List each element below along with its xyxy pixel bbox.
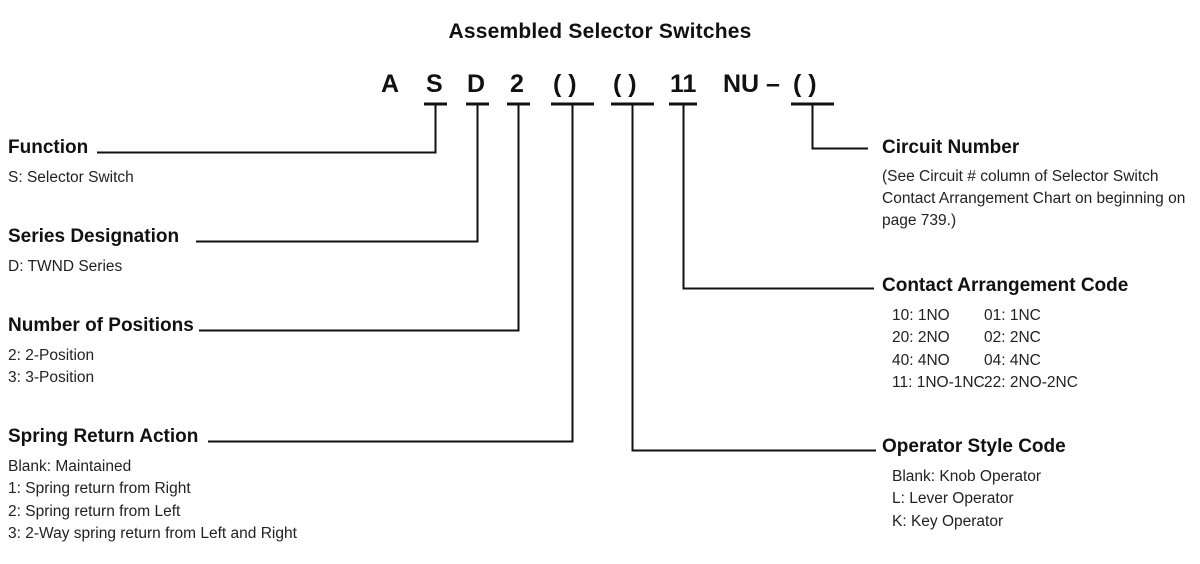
code-cell: 20: 2NO — [892, 329, 950, 347]
option-item: 3: 2-Way spring return from Left and Rig… — [8, 525, 297, 543]
pn-segment-dash: – — [766, 70, 780, 98]
section-positions-heading: Number of Positions — [8, 315, 194, 336]
section-operator-options: Blank: Knob Operator L: Lever Operator K… — [882, 466, 1066, 533]
section-positions-options: 2: 2-Position 3: 3-Position — [8, 345, 194, 390]
option-item: S: Selector Switch — [8, 168, 134, 186]
section-series-heading: Series Designation — [8, 226, 180, 247]
pn-segment-positions: 2 — [510, 70, 524, 98]
code-cell: 10: 1NO — [892, 306, 950, 324]
option-item: 1: Spring return from Right — [8, 480, 191, 498]
section-contact-codes: 10: 1NO 01: 1NC 20: 2NO 02: 2NC 40: 4NO … — [882, 305, 1128, 395]
pn-segment-nu: NU — [723, 70, 760, 98]
pn-segment-contact: 11 — [670, 70, 697, 98]
option-item: 2: 2-Position — [8, 346, 95, 364]
section-spring: Spring Return Action Blank: Maintained 1… — [8, 427, 297, 546]
section-circuit: Circuit Number (See Circuit # column of … — [882, 138, 1187, 232]
code-cell: 04: 4NC — [984, 351, 1041, 369]
section-function-heading: Function — [8, 137, 89, 158]
code-cell: 02: 2NC — [984, 329, 1041, 347]
pn-segment-operator: ( ) — [613, 70, 637, 98]
option-item: D: TWND Series — [8, 257, 123, 275]
section-circuit-heading: Circuit Number — [882, 137, 1020, 158]
leader-spring — [208, 104, 574, 443]
code-cell: 22: 2NO-2NC — [984, 374, 1078, 392]
section-circuit-note: (See Circuit # column of Selector Switch… — [882, 167, 1186, 229]
option-item: 3: 3-Position — [8, 369, 95, 387]
leader-positions — [199, 104, 520, 332]
section-series: Series Designation D: TWND Series — [8, 227, 179, 278]
leader-circuit — [811, 104, 868, 150]
section-contact: Contact Arrangement Code 10: 1NO 01: 1NC… — [882, 276, 1128, 395]
section-function: Function S: Selector Switch — [8, 138, 134, 189]
code-cell: 11: 1NO-1NC — [892, 374, 985, 392]
section-spring-options: Blank: Maintained 1: Spring return from … — [8, 456, 297, 546]
pn-segment-circuit: ( ) — [793, 70, 817, 98]
section-series-options: D: TWND Series — [8, 256, 179, 278]
code-cell: 40: 4NO — [892, 351, 950, 369]
option-item: 2: Spring return from Left — [8, 502, 181, 520]
option-item: Blank: Knob Operator — [892, 467, 1042, 485]
section-operator-heading: Operator Style Code — [882, 436, 1066, 457]
leader-series — [196, 104, 479, 243]
option-item: K: Key Operator — [892, 512, 1004, 530]
section-function-options: S: Selector Switch — [8, 167, 134, 189]
section-operator: Operator Style Code Blank: Knob Operator… — [882, 437, 1066, 533]
pn-segment-function: S — [426, 70, 443, 98]
section-positions: Number of Positions 2: 2-Position 3: 3-P… — [8, 316, 194, 390]
leader-function — [97, 104, 437, 154]
pn-segment-prefix: A — [381, 70, 400, 98]
section-spring-heading: Spring Return Action — [8, 426, 199, 447]
leader-contact — [682, 104, 874, 290]
option-item: L: Lever Operator — [892, 490, 1014, 508]
page-title: Assembled Selector Switches — [448, 20, 752, 43]
leader-operator — [631, 104, 876, 452]
pn-segment-series: D — [467, 70, 486, 98]
option-item: Blank: Maintained — [8, 457, 132, 475]
section-contact-heading: Contact Arrangement Code — [882, 275, 1129, 296]
pn-segment-spring: ( ) — [553, 70, 577, 98]
code-cell: 01: 1NC — [984, 306, 1041, 324]
